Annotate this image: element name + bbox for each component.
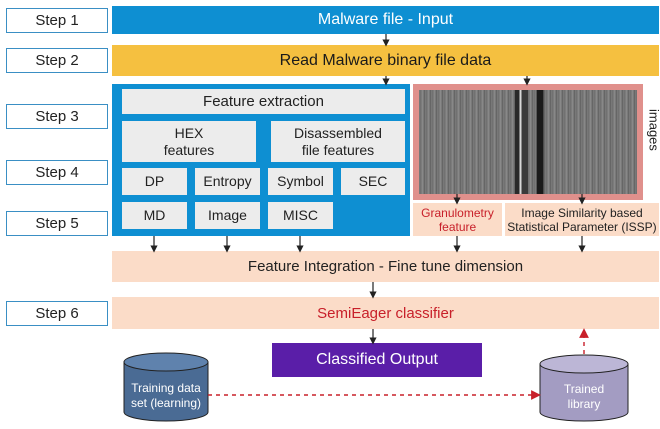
feature-integration-bar: Feature Integration - Fine tune dimensio… bbox=[112, 251, 659, 282]
issp-box: Image Similarity based Statistical Param… bbox=[505, 203, 659, 236]
hex-features-line2: features bbox=[163, 141, 215, 158]
disassembled-features-box: Disassembled file features bbox=[271, 121, 405, 162]
image-box: Image bbox=[195, 202, 260, 229]
hex-features-box: HEX features bbox=[122, 121, 256, 162]
granulometry-line2: feature bbox=[438, 219, 477, 234]
issp-line2: Statistical Parameter (ISSP) bbox=[507, 219, 657, 234]
disassembled-line2: file features bbox=[301, 141, 375, 158]
dp-box: DP bbox=[122, 168, 187, 195]
issp-line1: Image Similarity based bbox=[521, 205, 643, 220]
sec-box: SEC bbox=[341, 168, 405, 195]
trained-library-cylinder bbox=[539, 354, 629, 422]
step-5-label: Step 5 bbox=[6, 211, 108, 236]
malware-image bbox=[419, 90, 637, 194]
step-6-label: Step 6 bbox=[6, 301, 108, 326]
trained-library-label: Trained library bbox=[540, 380, 628, 414]
step-3-label: Step 3 bbox=[6, 104, 108, 129]
training-line2: set (learning) bbox=[130, 396, 202, 410]
granulometry-line1: Granulometry bbox=[421, 205, 494, 220]
step-1-label: Step 1 bbox=[6, 8, 108, 33]
training-data-label: Training data set (learning) bbox=[124, 378, 208, 414]
granulometry-box: Granulometry feature bbox=[413, 203, 502, 236]
disassembled-line1: Disassembled bbox=[294, 124, 382, 141]
step-2-label: Step 2 bbox=[6, 48, 108, 73]
trained-line1: Trained bbox=[563, 382, 605, 396]
step-4-label: Step 4 bbox=[6, 160, 108, 185]
training-data-cylinder bbox=[123, 352, 209, 422]
misc-box: MISC bbox=[268, 202, 333, 229]
entropy-box: Entropy bbox=[195, 168, 260, 195]
classified-output-box: Classified Output bbox=[272, 343, 482, 377]
training-line1: Training data bbox=[131, 381, 201, 395]
feature-extraction-box: Feature extraction bbox=[122, 89, 405, 114]
hex-features-line1: HEX bbox=[174, 124, 204, 141]
images-side-label: images bbox=[646, 109, 660, 151]
symbol-box: Symbol bbox=[268, 168, 333, 195]
md-box: MD bbox=[122, 202, 187, 229]
semieager-classifier-bar: SemiEager classifier bbox=[112, 297, 659, 329]
read-binary-bar: Read Malware binary file data bbox=[112, 45, 659, 76]
trained-line2: library bbox=[567, 397, 601, 411]
malware-input-bar: Malware file - Input bbox=[112, 6, 659, 34]
